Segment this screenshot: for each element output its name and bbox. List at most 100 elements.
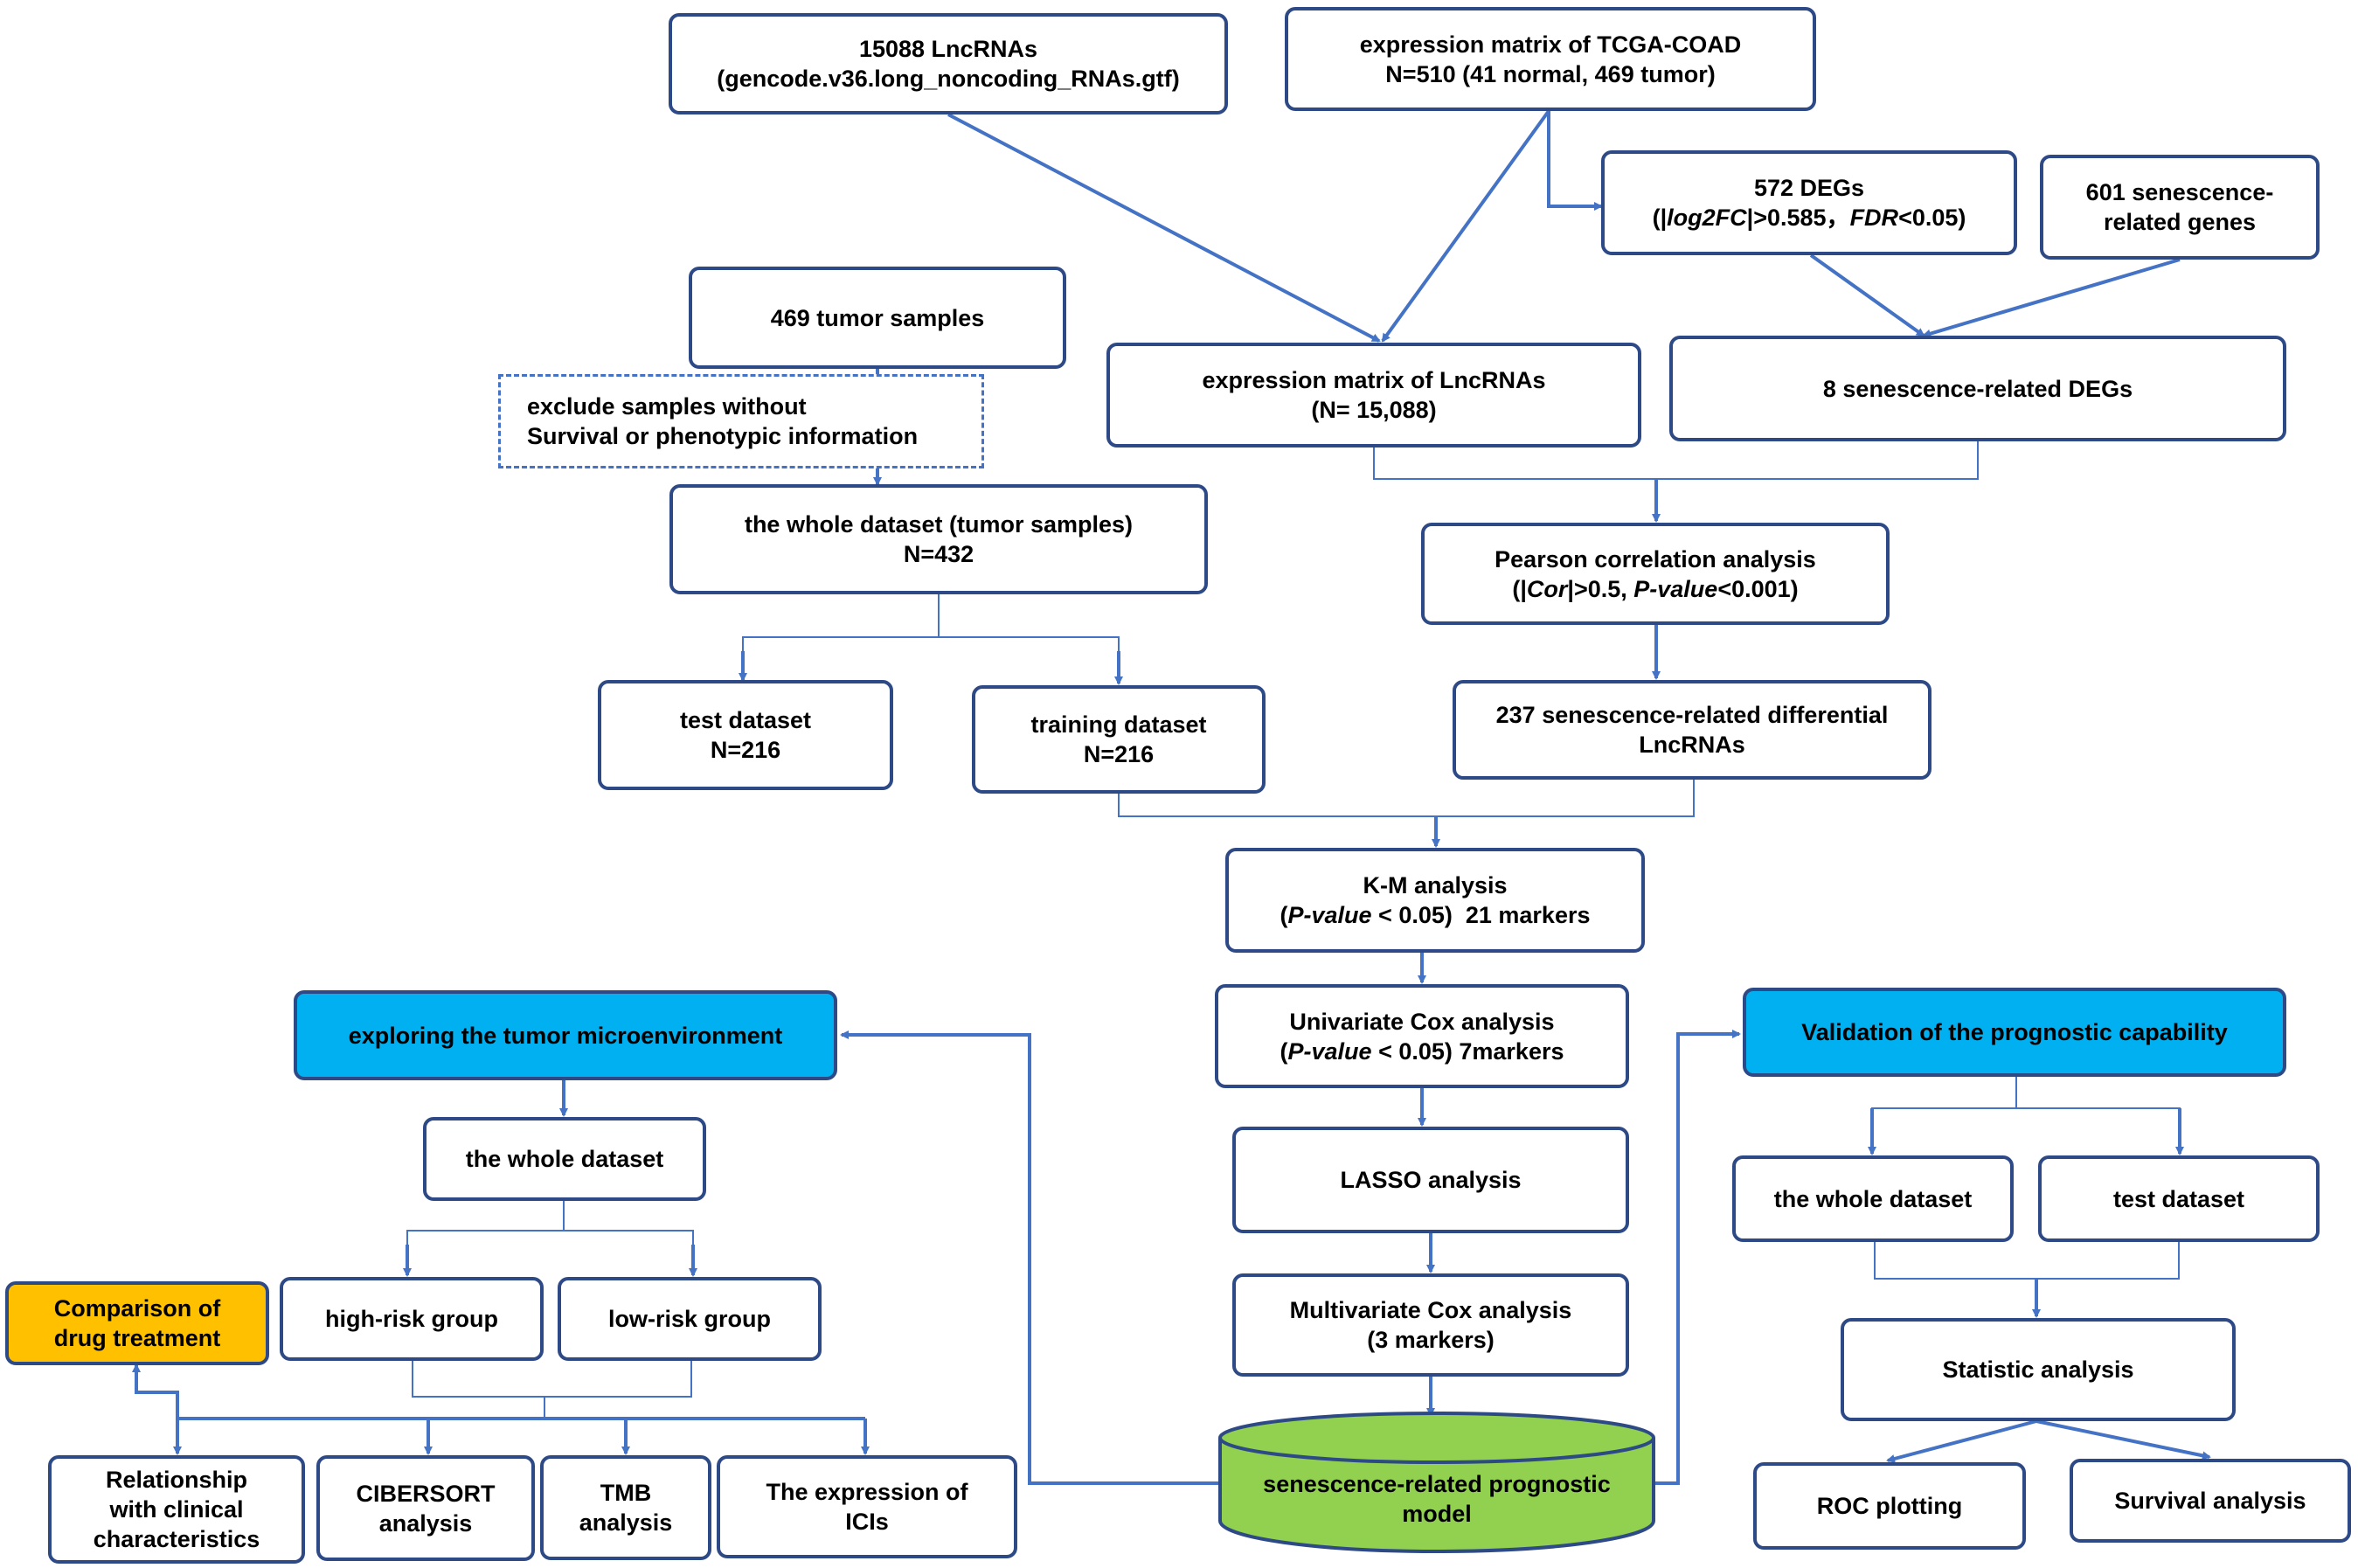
bracket-whole432-split xyxy=(742,594,940,651)
tme-box: exploring the tumor microenvironment xyxy=(294,990,837,1080)
cibersort-line1: CIBERSORT xyxy=(356,1480,496,1507)
unicox-l2a: ( xyxy=(1280,1037,1288,1065)
clinical-box: Relationship with clinical characteristi… xyxy=(48,1455,305,1564)
survival-line1: Survival analysis xyxy=(2114,1488,2306,1514)
tcga-line2: N=510 (41 normal, 469 tumor) xyxy=(1385,60,1716,87)
multicox-box: Multivariate Cox analysis (3 markers) xyxy=(1232,1273,1629,1377)
km-line1: K-M analysis xyxy=(1363,872,1508,898)
km-l2b: P-value xyxy=(1287,902,1372,928)
sendegs-line1: 8 senescence-related DEGs xyxy=(1822,375,2133,402)
lasso-line1: LASSO analysis xyxy=(1340,1167,1522,1193)
drug-line2: drug treatment xyxy=(53,1325,221,1351)
icis-box: The expression of ICIs xyxy=(717,1455,1017,1558)
tumor469-line1: 469 tumor samples xyxy=(770,304,985,331)
model-line2: model xyxy=(1402,1501,1472,1527)
bracket-wholeR-testR xyxy=(1874,1242,2180,1280)
unicox-l2c: < 0.05) 7markers xyxy=(1371,1037,1564,1065)
sen601-line1: 601 senescence- xyxy=(2085,179,2274,205)
exprlnc-line2: (N= 15,088) xyxy=(1311,397,1437,423)
high-line1: high-risk group xyxy=(325,1306,498,1332)
cibersort-line2: analysis xyxy=(378,1509,473,1537)
pearson-l2d: P-value xyxy=(1633,575,1718,602)
pearson-line1: Pearson correlation analysis xyxy=(1495,545,1816,572)
survival-box: Survival analysis xyxy=(2070,1459,2351,1543)
cibersort-box: CIBERSORT analysis xyxy=(316,1455,535,1561)
exprlnc-line1: expression matrix of LncRNAs xyxy=(1202,367,1546,393)
lnc237-line1: 237 senescence-related differential xyxy=(1495,702,1889,728)
sen601-box: 601 senescence- related genes xyxy=(2040,155,2320,260)
low-line1: low-risk group xyxy=(607,1306,771,1332)
unicox-line2: (P-value < 0.05) 7markers xyxy=(1280,1037,1564,1066)
arrow-model-to-validation xyxy=(1654,1030,1741,1485)
tcga-line1: expression matrix of TCGA-COAD xyxy=(1359,31,1742,58)
pearson-l2a: (| xyxy=(1512,575,1527,602)
degs-box: 572 DEGs (|log2FC|>0.585，FDR<0.05) xyxy=(1601,150,2017,255)
arrow-tcga-to-exprlnc xyxy=(1381,109,1550,343)
wholeR-line1: the whole dataset xyxy=(1773,1185,1973,1212)
exclude-line2: Survival or phenotypic information xyxy=(527,423,919,449)
tumor469-box: 469 tumor samples xyxy=(689,267,1066,369)
whole432-box: the whole dataset (tumor samples) N=432 xyxy=(669,484,1208,594)
lnc237-line2: LncRNAs xyxy=(1639,732,1745,758)
unicox-box: Univariate Cox analysis (P-value < 0.05)… xyxy=(1215,984,1629,1088)
arrow-lncrnas-to-exprlnc xyxy=(947,113,1381,343)
pearson-l2b: Cor xyxy=(1526,575,1568,602)
arrow-model-to-tme xyxy=(840,1030,1218,1485)
tmb-box: TMB analysis xyxy=(540,1455,711,1560)
bracket-train-lnc237 xyxy=(1118,780,1695,817)
roc-line1: ROC plotting xyxy=(1816,1493,1963,1519)
unicox-line1: Univariate Cox analysis xyxy=(1289,1008,1555,1035)
validation-box: Validation of the prognostic capability xyxy=(1743,988,2286,1077)
model-line1: senescence-related prognostic xyxy=(1263,1471,1611,1497)
bracket-validation-right xyxy=(2016,1107,2181,1119)
wholeL-box: the whole dataset xyxy=(423,1117,706,1201)
degs-l2d: FDR xyxy=(1849,205,1899,231)
drug-box: Comparison of drug treatment xyxy=(5,1281,269,1365)
degs-l2c: |>0.585， xyxy=(1746,205,1850,231)
testR-line1: test dataset xyxy=(2112,1185,2245,1212)
model-cylinder-shape xyxy=(1218,1412,1655,1553)
arrow-degs-to-sendegs xyxy=(1809,253,1925,337)
validation-line1: Validation of the prognostic capability xyxy=(1801,1019,2228,1045)
stat-box: Statistic analysis xyxy=(1841,1318,2236,1421)
testR-box: test dataset xyxy=(2038,1155,2320,1242)
km-l2c: < 0.05) 21 markers xyxy=(1371,902,1591,928)
lncrnas-line2: (gencode.v36.long_noncoding_RNAs.gtf) xyxy=(717,66,1180,92)
bracket-wholeL-right xyxy=(564,1230,694,1245)
wholeL-line1: the whole dataset xyxy=(465,1146,664,1172)
whole432-line1: the whole dataset (tumor samples) xyxy=(744,511,1134,538)
degs-line2: (|log2FC|>0.585，FDR<0.05) xyxy=(1653,203,1966,232)
pearson-l2c: |>0.5, xyxy=(1567,575,1634,602)
icis-line2: ICIs xyxy=(845,1509,889,1535)
pearson-box: Pearson correlation analysis (|Cor|>0.5,… xyxy=(1421,523,1890,625)
roc-box: ROC plotting xyxy=(1753,1462,2026,1550)
train216-box: training dataset N=216 xyxy=(972,685,1266,794)
km-l2a: ( xyxy=(1280,902,1288,928)
test216-line1: test dataset xyxy=(679,707,812,733)
multicox-line2: (3 markers) xyxy=(1367,1327,1495,1353)
clinical-line2: with clinical xyxy=(109,1496,244,1523)
high-box: high-risk group xyxy=(280,1277,544,1361)
km-box: K-M analysis (P-value < 0.05) 21 markers xyxy=(1225,848,1645,953)
arrow-tcga-to-degs xyxy=(1547,111,1603,211)
exclude-line1: exclude samples without xyxy=(527,393,807,420)
arrow-clinical-to-drug xyxy=(132,1363,179,1419)
lncrnas-line1: 15088 LncRNAs xyxy=(858,36,1038,62)
drug-line1: Comparison of xyxy=(53,1295,221,1322)
train216-line2: N=216 xyxy=(1083,741,1155,767)
tme-line1: exploring the tumor microenvironment xyxy=(348,1022,783,1049)
arrow-stat-to-roc xyxy=(1886,1419,2037,1463)
model-box: senescence-related prognostic model xyxy=(1220,1451,1654,1547)
lnc237-box: 237 senescence-related differential LncR… xyxy=(1453,680,1931,780)
degs-l2e: <0.05) xyxy=(1898,205,1966,231)
pearson-line2: (|Cor|>0.5, P-value<0.001) xyxy=(1512,574,1798,604)
unicox-l2b: P-value xyxy=(1287,1037,1372,1065)
stat-line1: Statistic analysis xyxy=(1942,1356,2134,1383)
multicox-line1: Multivariate Cox analysis xyxy=(1289,1297,1572,1323)
degs-line1: 572 DEGs xyxy=(1753,175,1865,201)
degs-l2b: log2FC xyxy=(1667,205,1747,231)
test216-line2: N=216 xyxy=(710,737,781,763)
lncrnas-box: 15088 LncRNAs (gencode.v36.long_noncodin… xyxy=(669,13,1228,114)
clinical-line1: Relationship xyxy=(105,1467,247,1493)
